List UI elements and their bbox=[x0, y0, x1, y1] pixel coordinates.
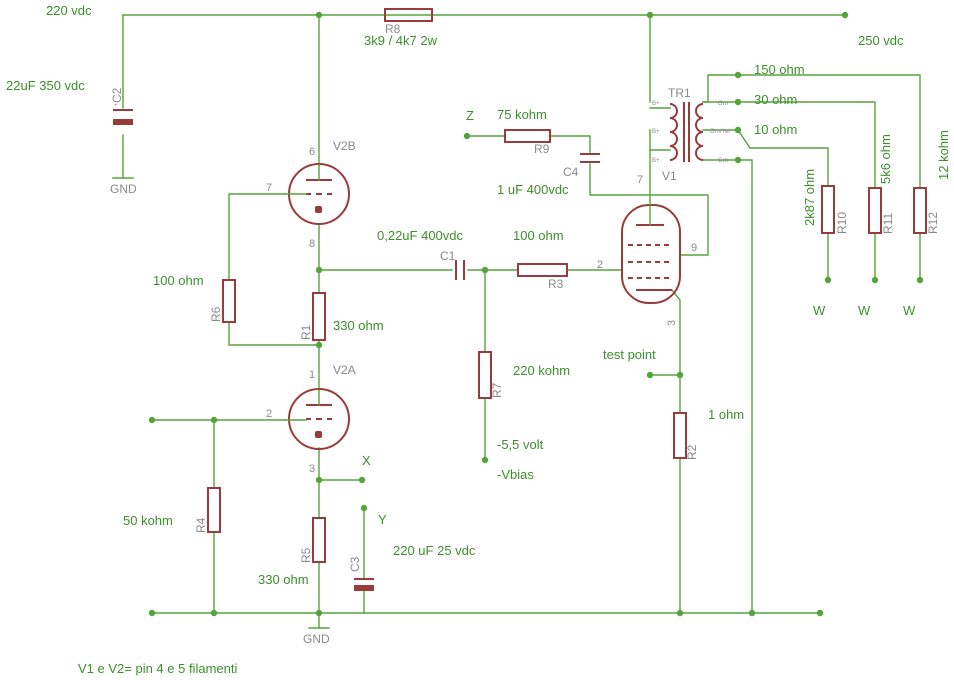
ref-c2: C2 bbox=[110, 87, 124, 103]
label-r3-value: 100 ohm bbox=[513, 228, 564, 243]
tube-v1 bbox=[621, 199, 681, 304]
label-w3: W bbox=[903, 303, 916, 318]
label-z: Z bbox=[466, 108, 474, 123]
junctions bbox=[148, 11, 924, 617]
ref-c1: C1 bbox=[440, 249, 456, 263]
ref-r5: R5 bbox=[299, 547, 313, 563]
pin-v2a-1: 1 bbox=[309, 369, 315, 381]
svg-text:B+: B+ bbox=[652, 129, 660, 135]
ref-gnd2: GND bbox=[303, 632, 330, 646]
ref-r3: R3 bbox=[548, 277, 564, 291]
capacitor-c1 bbox=[455, 260, 465, 280]
label-30-ohm: 30 ohm bbox=[754, 92, 797, 107]
label-r6-value: 100 ohm bbox=[153, 273, 204, 288]
label-c3-value: 220 uF 25 vdc bbox=[393, 543, 476, 558]
resistor-r9 bbox=[504, 129, 551, 143]
label-w1: W bbox=[813, 303, 826, 318]
ref-r2: R2 bbox=[685, 444, 699, 460]
pin-v2b-7: 7 bbox=[266, 182, 272, 194]
label-x: X bbox=[362, 453, 371, 468]
resistor-r12 bbox=[913, 187, 927, 234]
wires bbox=[122, 14, 921, 629]
ref-r12: R12 bbox=[926, 212, 940, 234]
pin-v1-3: 3 bbox=[666, 320, 678, 326]
pin-v2a-2: 2 bbox=[266, 408, 272, 420]
label-r11-value: 5k6 ohm bbox=[878, 134, 893, 184]
resistor-r3 bbox=[517, 263, 568, 277]
ref-r1: R1 bbox=[299, 324, 313, 340]
ref-c3: C3 bbox=[348, 556, 362, 572]
label-supply-220: 220 vdc bbox=[46, 3, 92, 18]
pin-v1-9: 9 bbox=[691, 242, 697, 254]
tube-v2a bbox=[284, 388, 350, 450]
resistor-r6 bbox=[222, 279, 236, 323]
label-150-ohm: 150 ohm bbox=[754, 62, 805, 77]
svg-text:Grn: Grn bbox=[718, 158, 728, 164]
label-y: Y bbox=[378, 512, 387, 527]
label-10-ohm: 10 ohm bbox=[754, 122, 797, 137]
ref-gnd1: GND bbox=[110, 182, 137, 196]
ref-r11: R11 bbox=[881, 213, 895, 234]
label-w2: W bbox=[858, 303, 871, 318]
resistor-r7 bbox=[478, 351, 492, 399]
label-c4-value: 1 uF 400vdc bbox=[497, 182, 569, 197]
footnote: V1 e V2= pin 4 e 5 filamenti bbox=[78, 661, 237, 676]
resistor-r10 bbox=[821, 185, 835, 234]
ref-r8: R8 bbox=[385, 22, 401, 36]
label-bias-volt: -5,5 volt bbox=[497, 437, 544, 452]
svg-text:+: + bbox=[114, 103, 118, 109]
label-c1-value: 0,22uF 400vdc bbox=[377, 228, 464, 243]
ref-r4: R4 bbox=[194, 517, 208, 533]
ref-r6: R6 bbox=[209, 306, 223, 322]
svg-text:Grn: Grn bbox=[718, 101, 728, 107]
ref-v2a: V2A bbox=[333, 363, 356, 377]
ref-c4: C4 bbox=[563, 165, 579, 179]
label-r1-value: 330 ohm bbox=[333, 318, 384, 333]
label-r8-value: 3k9 / 4k7 2w bbox=[364, 33, 438, 48]
pin-v2b-8: 8 bbox=[309, 238, 315, 250]
pin-v1-7: 7 bbox=[637, 174, 643, 186]
label-r12-value: 12 kohm bbox=[936, 130, 951, 180]
label-r4-value: 50 kohm bbox=[123, 513, 173, 528]
pin-v2b-6: 6 bbox=[309, 146, 315, 158]
svg-text:B+: B+ bbox=[652, 158, 660, 164]
label-vbias: -Vbias bbox=[497, 467, 534, 482]
label-r2-value: 1 ohm bbox=[708, 407, 744, 422]
resistor-r5 bbox=[312, 517, 326, 563]
capacitor-c2: + bbox=[113, 103, 133, 125]
label-supply-250: 250 vdc bbox=[858, 33, 904, 48]
resistor-r11 bbox=[868, 187, 882, 234]
transformer-tr1: B+ B+ B+ Grn Grn/Yel Grn bbox=[652, 101, 730, 164]
label-r9-value: 75 kohm bbox=[497, 107, 547, 122]
capacitor-c3 bbox=[354, 578, 374, 591]
resistor-r4 bbox=[207, 487, 221, 533]
resistor-r1 bbox=[312, 292, 326, 341]
ref-v1: V1 bbox=[662, 169, 677, 183]
ref-r7: R7 bbox=[490, 382, 504, 398]
label-r5-value: 330 ohm bbox=[258, 572, 309, 587]
capacitor-c4 bbox=[580, 153, 600, 163]
svg-text:B+: B+ bbox=[652, 101, 660, 107]
ref-v2b: V2B bbox=[333, 139, 356, 153]
ref-r9: R9 bbox=[534, 142, 550, 156]
label-test-point: test point bbox=[603, 347, 656, 362]
resistor-r2 bbox=[673, 412, 687, 459]
pin-v1-2: 2 bbox=[597, 259, 603, 271]
tube-v2b bbox=[284, 163, 350, 225]
resistor-r8 bbox=[384, 8, 433, 22]
ref-tr1: TR1 bbox=[668, 86, 691, 100]
svg-text:Grn/Yel: Grn/Yel bbox=[710, 129, 730, 135]
label-r10-value: 2k87 ohm bbox=[802, 169, 817, 226]
pin-v2a-3: 3 bbox=[309, 463, 315, 475]
label-r7-value: 220 kohm bbox=[513, 363, 570, 378]
ref-r10: R10 bbox=[835, 212, 849, 234]
label-c2-value: 22uF 350 vdc bbox=[6, 78, 85, 93]
